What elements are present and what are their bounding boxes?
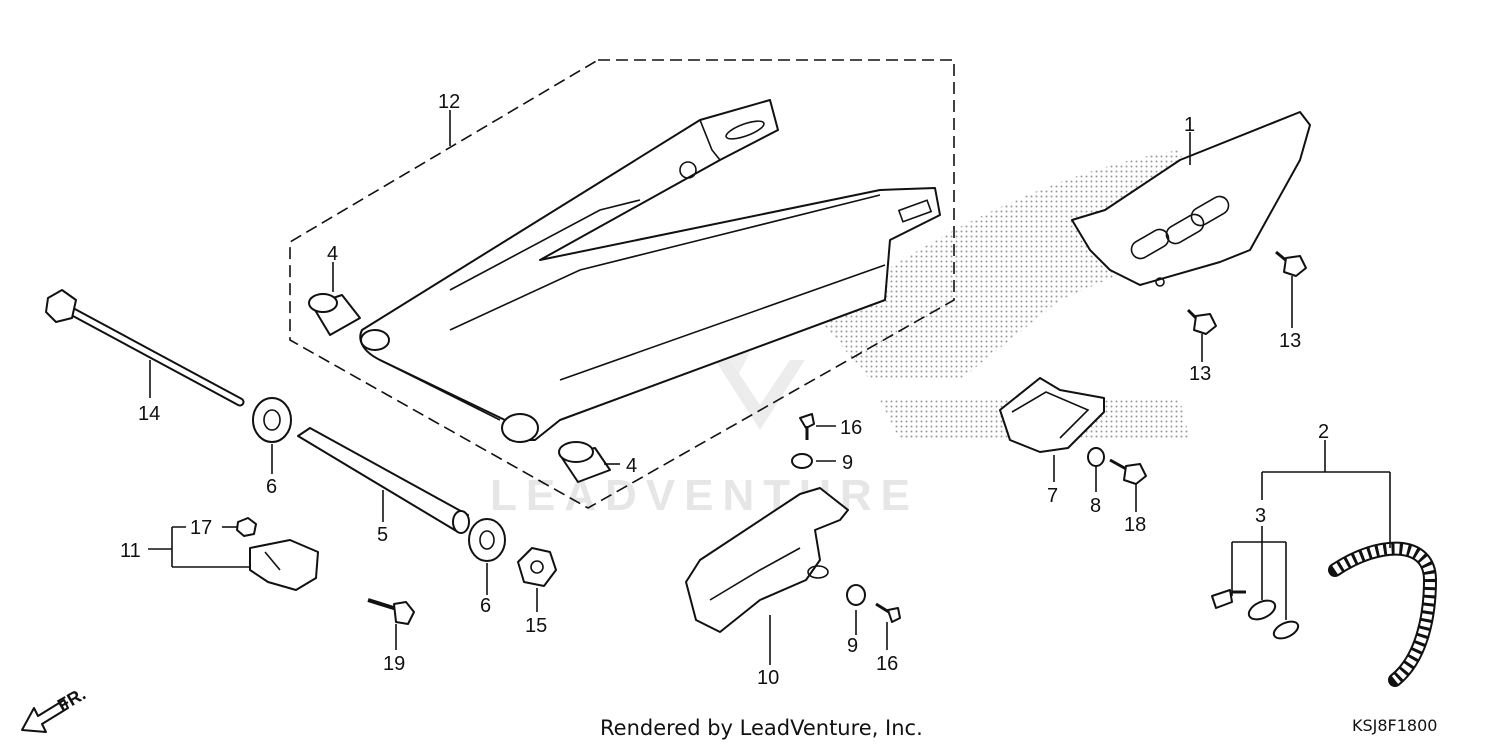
callout-17: 17: [190, 517, 212, 539]
callout-6-left: 6: [266, 476, 277, 498]
diagram-code: KSJ8F1800: [1352, 716, 1438, 735]
callout-16-lower: 16: [876, 653, 898, 675]
callout-5: 5: [377, 524, 388, 546]
callout-1: 1: [1184, 114, 1195, 136]
callout-6-right: 6: [480, 595, 491, 617]
callout-11: 11: [120, 540, 141, 562]
callout-13-left: 13: [1189, 363, 1211, 385]
case-bolt-right[interactable]: [1275, 250, 1307, 277]
callout-3: 3: [1255, 505, 1266, 527]
callout-4-upper: 4: [327, 243, 338, 265]
watermark-text: LEADVENTURE: [490, 471, 919, 520]
callouts: 12 4 4 14 6 6 5 15 11 17 19 10 9 16 9 16…: [120, 91, 1329, 689]
guide-washer-lower[interactable]: [846, 584, 866, 606]
callout-4-lower: 4: [626, 455, 637, 477]
swingarm-assembly-outline: [289, 59, 955, 509]
pivot-nut[interactable]: [517, 547, 557, 587]
guide-screw-lower[interactable]: [875, 602, 901, 623]
callout-14: 14: [138, 403, 160, 425]
bushing-upper[interactable]: [308, 293, 361, 336]
leader-lines: [148, 110, 1391, 665]
callout-19: 19: [383, 653, 405, 675]
callout-12: 12: [438, 91, 460, 113]
callout-10: 10: [757, 667, 779, 689]
guide-washer-upper[interactable]: [791, 453, 813, 469]
chain-guide-plate[interactable]: [999, 377, 1105, 453]
callout-9-lower: 9: [847, 635, 858, 657]
chain-case[interactable]: [1071, 111, 1311, 287]
callout-9-upper: 9: [842, 452, 853, 474]
slider-nut[interactable]: [236, 517, 257, 537]
drive-chain[interactable]: [1328, 541, 1438, 687]
callout-8: 8: [1090, 495, 1101, 517]
callout-16-upper: 16: [840, 417, 862, 439]
footer-credit: Rendered by LeadVenture, Inc.: [600, 716, 923, 740]
case-bolt-left[interactable]: [1186, 308, 1217, 335]
guide-screw-upper[interactable]: [799, 413, 815, 440]
front-arrow-icon: FR.: [21, 684, 89, 733]
plate-bolt[interactable]: [1109, 458, 1147, 485]
joint-link-pin[interactable]: [1211, 589, 1246, 609]
chain-slider[interactable]: [249, 539, 319, 591]
callout-13-right: 13: [1279, 330, 1301, 352]
callout-2: 2: [1318, 421, 1329, 443]
joint-link-plate[interactable]: [1246, 597, 1278, 623]
pivot-collar[interactable]: [297, 427, 470, 534]
bushing-lower[interactable]: [558, 441, 611, 483]
pivot-bolt[interactable]: [45, 289, 245, 407]
callout-7: 7: [1047, 485, 1058, 507]
callout-18: 18: [1124, 514, 1146, 536]
joint-link-clip[interactable]: [1271, 618, 1300, 642]
callout-15: 15: [525, 615, 547, 637]
plate-collar[interactable]: [1087, 447, 1105, 467]
swingarm[interactable]: [359, 99, 941, 443]
seal-right[interactable]: [468, 518, 506, 562]
slider-bolt[interactable]: [367, 598, 415, 625]
seal-left[interactable]: [252, 397, 292, 443]
chain-guide[interactable]: [685, 487, 849, 633]
